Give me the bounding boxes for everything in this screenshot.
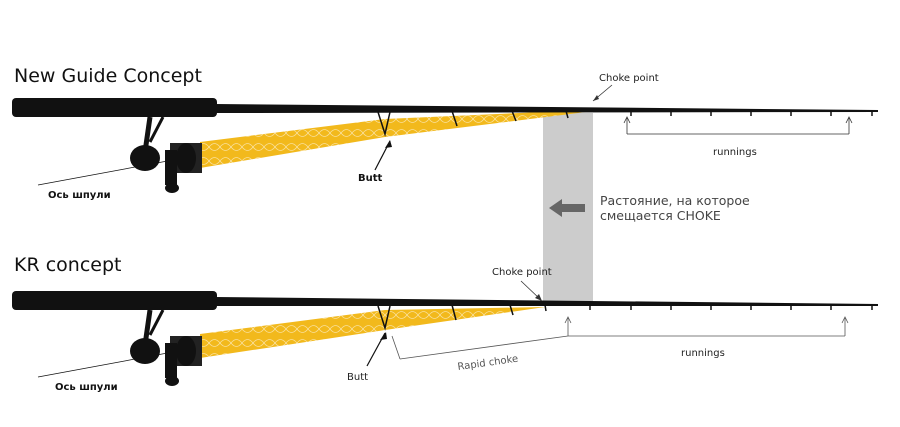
bottom-title: KR concept bbox=[14, 254, 121, 276]
top-rod-assembly: New Guide Concept Choke point Butt Ось ш… bbox=[12, 65, 878, 201]
bottom-rapid-choke-label: Rapid choke bbox=[457, 354, 519, 373]
bottom-runnings-label: runnings bbox=[681, 348, 725, 359]
bottom-rod-blank bbox=[215, 297, 878, 306]
bottom-brackets bbox=[391, 316, 849, 360]
top-spool-axis-label: Ось шпули bbox=[48, 190, 111, 201]
bottom-butt-label: Butt bbox=[347, 372, 368, 383]
shift-note-line2: смещается CHOKE bbox=[600, 208, 721, 223]
top-butt-label: Butt bbox=[358, 173, 383, 184]
top-rod-blank bbox=[215, 104, 878, 113]
top-choke-label: Choke point bbox=[599, 73, 659, 84]
bottom-spool-axis-label: Ось шпули bbox=[55, 382, 118, 393]
top-runnings-label: runnings bbox=[713, 147, 757, 158]
top-line-cone-mesh bbox=[200, 109, 610, 168]
top-runnings-bracket bbox=[623, 116, 853, 135]
top-guides bbox=[377, 110, 873, 137]
bottom-reel bbox=[130, 309, 202, 386]
bottom-line-cone-mesh bbox=[200, 307, 545, 358]
shift-note-line1: Растояние, на которое bbox=[600, 193, 750, 208]
bottom-choke-label: Choke point bbox=[492, 267, 552, 278]
top-reel bbox=[130, 116, 202, 193]
bottom-rod-assembly: KR concept Choke point Butt Ось шпули Ra… bbox=[12, 254, 878, 393]
top-rod-handle bbox=[12, 98, 217, 117]
bottom-rod-handle bbox=[12, 291, 217, 310]
top-title: New Guide Concept bbox=[14, 65, 202, 87]
choke-shift-arrow bbox=[549, 199, 585, 217]
bottom-guides bbox=[377, 304, 873, 331]
